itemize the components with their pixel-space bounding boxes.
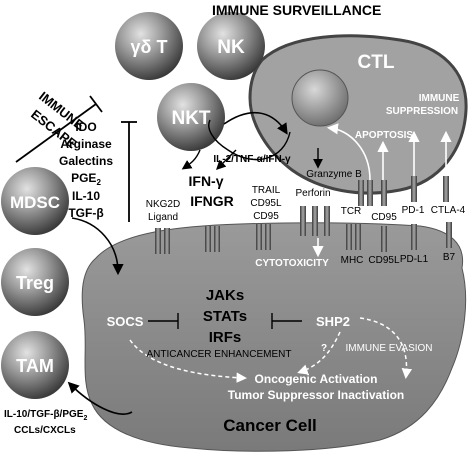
- mediator-pge: PGE2: [71, 171, 101, 187]
- mhc-label: MHC: [341, 255, 364, 266]
- tam-label: TAM: [16, 356, 54, 376]
- ifngr-receptor-a: [205, 226, 211, 252]
- secreted-label-1: IL-10/TGF-β/PGE2: [4, 409, 87, 422]
- mdsc-label: MDSC: [10, 193, 60, 212]
- mhc-receptor-b: [355, 224, 361, 250]
- mhc-receptor-a: [346, 224, 352, 250]
- immune-suppression-2: SUPPRESSION: [386, 106, 458, 117]
- ifng-label: IFN-γ: [189, 173, 224, 189]
- cd95l-label: CD95L: [368, 255, 400, 266]
- mediator-galectins: Galectins: [59, 154, 113, 168]
- treg-label: Treg: [16, 273, 54, 293]
- pd1-receptor: [411, 176, 417, 202]
- nkt-cell: [157, 83, 225, 151]
- cytokine-label: IL-2/TNF-α/IFN-γ: [213, 154, 291, 165]
- anticancer-label: ANTICANCER ENHANCEMENT: [146, 349, 291, 360]
- escape-line-bar: [89, 95, 103, 113]
- pd1-label: PD-1: [402, 205, 425, 216]
- title: IMMUNE SURVEILLANCE: [212, 2, 381, 18]
- mdsc-cell: [1, 167, 69, 235]
- tsi-label: Tumor Suppressor Inactivation: [228, 388, 404, 402]
- cd95l-trail-label: CD95L: [250, 198, 282, 209]
- evasion-label: IMMUNE EVASION: [345, 343, 432, 354]
- treg-cell: [1, 248, 69, 316]
- trail-label: TRAIL: [252, 185, 281, 196]
- b7-label: B7: [443, 252, 456, 263]
- perforin-pore-c: [324, 206, 330, 236]
- stats-label: STATs: [203, 308, 247, 325]
- nkg2d-label-1: NKG2D: [146, 199, 180, 210]
- nk-label: NK: [217, 37, 245, 58]
- mediator-il10: IL-10: [72, 189, 100, 203]
- shp2-oncogenic-dashed-arrow: [297, 331, 341, 375]
- socs-oncogenic-dashed-arrow: [129, 339, 247, 383]
- cd95-receptor-a: [256, 224, 262, 250]
- shp2-evasion-dashed-arrow: [359, 317, 413, 379]
- secreted-label-2: CCLs/CXCLs: [14, 425, 76, 436]
- escape-line: [15, 103, 97, 163]
- nkg2d-receptor-a: [155, 228, 161, 254]
- nkt-label: NKT: [171, 108, 210, 129]
- tcr-label: TCR: [341, 206, 362, 217]
- gdt-cell: [115, 12, 183, 80]
- pdl1-receptor: [411, 224, 417, 250]
- mediator-arginase: Arginase: [60, 137, 112, 151]
- ifngr-label: IFNGR: [190, 193, 234, 209]
- mediator-ido: IDO: [75, 120, 96, 134]
- ctl-nucleus: [291, 69, 349, 127]
- perforin-label: Perforin: [295, 188, 330, 199]
- shp2-label: SHP2: [316, 314, 350, 329]
- socs-label: SOCS: [107, 314, 144, 329]
- mdsc-to-socs-arrow: [71, 217, 124, 276]
- cd95-label: CD95: [371, 212, 397, 223]
- cd95l-receptor: [381, 226, 387, 252]
- nkt-to-cytokine-arrow: [181, 149, 201, 170]
- cytokine-to-ifn-arrow: [216, 149, 237, 170]
- mediator-tgfb: TGF-β: [68, 206, 103, 220]
- cancer-cell-label: Cancer Cell: [223, 416, 317, 435]
- ctl-cytokine-arrow: [208, 119, 291, 161]
- nkt-ctl-arrow: [223, 111, 288, 135]
- cd95-trail-label: CD95: [253, 211, 279, 222]
- cancer-cell-body: [81, 222, 467, 452]
- tcr-receptor-a: [358, 180, 364, 206]
- perforin-pore-b: [312, 206, 318, 236]
- tcr-white-arrow: [326, 123, 371, 181]
- jaks-label: JAKs: [206, 287, 244, 304]
- nk-cell: [197, 12, 265, 80]
- immune-suppression-1: IMMUNE: [419, 93, 460, 104]
- b7-receptor: [446, 222, 452, 248]
- granzyme-label: Granzyme B: [306, 169, 362, 180]
- cd95-ctl-receptor: [381, 180, 387, 206]
- tcr-receptor-b: [367, 180, 373, 206]
- nkg2d-receptor-b: [164, 228, 170, 254]
- question-mark: ?: [321, 343, 327, 354]
- cd95-receptor-b: [265, 224, 271, 250]
- ctla4-receptor: [443, 176, 449, 202]
- ctla4-label: CTLA-4: [431, 205, 466, 216]
- apoptosis-label: APOPTOSIS: [355, 130, 413, 141]
- oncogenic-label: Oncogenic Activation: [255, 372, 378, 386]
- nkg2d-label-2: Ligand: [148, 212, 178, 223]
- cancer-to-tam-arrow: [67, 381, 133, 415]
- gdt-label: γδ T: [131, 37, 168, 57]
- ifngr-receptor-b: [214, 226, 220, 252]
- tam-cell: [1, 331, 69, 399]
- pdl1-label: PD-L1: [400, 254, 429, 265]
- receptors: [155, 176, 452, 254]
- irfs-label: IRFs: [209, 329, 242, 346]
- perforin-pore-a: [300, 206, 306, 236]
- cytotoxicity-label: CYTOTOXICITY: [255, 258, 329, 269]
- ctl-label: CTL: [358, 52, 395, 73]
